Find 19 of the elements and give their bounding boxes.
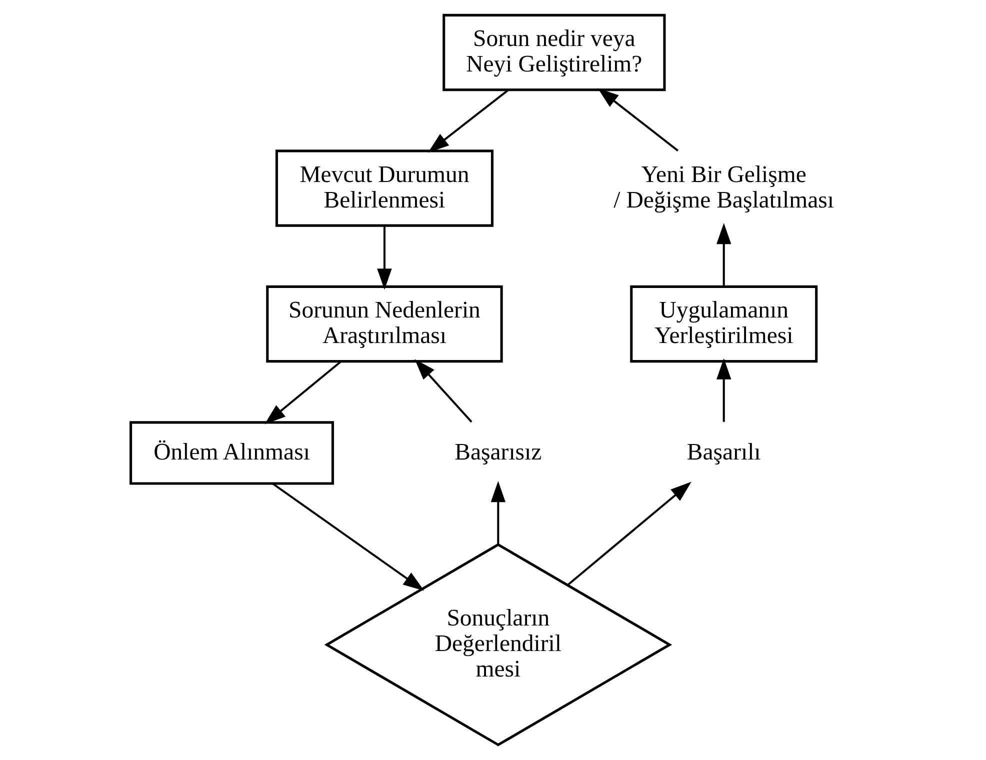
arrow (264, 360, 342, 424)
arrow (428, 89, 508, 153)
node-text: Yeni Bir Gelişme / Değişme Başlatılması (613, 162, 834, 214)
node-diamond: Sonuçların Değerlendiril mesi (324, 543, 672, 746)
node-text: Başarısız (454, 439, 542, 466)
node-text: Başarılı (686, 439, 760, 466)
arrow (376, 226, 392, 290)
arrow (597, 88, 678, 152)
node-box: Uygulamanın Yerleştirilmesi (630, 285, 818, 363)
arrow (716, 358, 731, 422)
node-box: Sorunun Nedenlerin Araştırılması (266, 285, 502, 363)
node-box: Önlem Alınması (129, 421, 334, 485)
node-box: Sorun nedir veya Neyi Geliştirelim? (442, 14, 666, 92)
arrow (566, 482, 691, 586)
node-box: Mevcut Durumun Belirlenmesi (274, 150, 493, 227)
arrow (490, 481, 506, 544)
arrow (716, 223, 731, 287)
arrow (414, 359, 472, 423)
arrow (272, 482, 424, 591)
